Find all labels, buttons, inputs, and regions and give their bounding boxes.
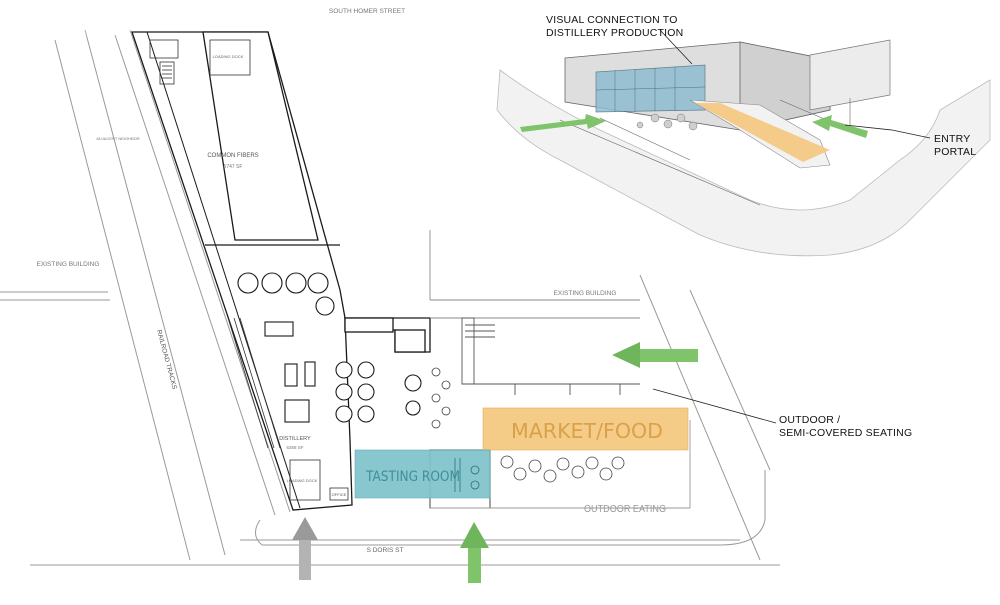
entry-arrow-gray: [292, 517, 318, 580]
loading-dock-top-label: LOADING DOCK: [213, 54, 244, 59]
outdoor-seating-line2: SEMI-COVERED SEATING: [779, 427, 913, 439]
outdoor-tables: [431, 367, 625, 483]
tasting-room-zone: [354, 449, 491, 499]
entry-portal-line2: PORTAL: [934, 146, 977, 158]
street-linework: [0, 29, 780, 566]
outdoor-eating-label: OUTDOOR EATING: [584, 504, 666, 515]
entry-portal-callout: ENTRY PORTAL: [934, 133, 976, 159]
axon-arrow-east: [812, 115, 868, 138]
entry-arrow-green-east: [612, 342, 698, 368]
south-street-label: S DORIS ST: [367, 547, 404, 554]
building-details: [149, 39, 349, 501]
distillery-area: 6368 SF: [286, 445, 303, 450]
visual-connection-line2: DISTILLERY PRODUCTION: [546, 27, 684, 39]
axonometric-view: [496, 29, 991, 257]
outdoor-seating-callout: OUTDOOR / SEMI-COVERED SEATING: [779, 414, 912, 440]
railroad-label: RAILROAD TRACKS: [155, 329, 178, 391]
office-label: OFFICE: [332, 492, 347, 497]
outdoor-seating-line1: OUTDOOR /: [779, 414, 841, 426]
east-building-label: EXISTING BUILDING: [554, 290, 617, 297]
visual-connection-line1: VISUAL CONNECTION TO: [546, 14, 678, 26]
visual-connection-callout: VISUAL CONNECTION TO DISTILLERY PRODUCTI…: [546, 14, 683, 40]
entry-portal-leader: [844, 124, 931, 139]
distillery-label: DISTILLERY: [279, 436, 311, 442]
distillery-equipment: [237, 272, 422, 423]
market-food-label: MARKET/FOOD: [511, 419, 663, 443]
market-food-zone: [482, 407, 689, 451]
common-fibers-label: COMMON FIBERS: [207, 153, 258, 159]
entry-arrow-green-south: [460, 522, 489, 583]
west-building-label: EXISTING BUILDING: [37, 261, 100, 268]
visual-connection-leader: [659, 29, 693, 65]
north-street-label: SOUTH HOMER STREET: [329, 8, 405, 15]
entry-portal-line1: ENTRY: [934, 133, 971, 145]
loading-dock-bottom-label: LOADING DOCK: [287, 478, 318, 483]
axon-arrow-west: [520, 114, 606, 132]
tasting-room-furniture: [454, 458, 480, 492]
outdoor-seating-leader: [652, 388, 777, 424]
tasting-room-label: TASTING ROOM: [365, 469, 460, 485]
adjacent-neighbor-label: ADJACENT NEIGHBOR: [96, 136, 140, 141]
common-fibers-area: 5747 SF: [224, 164, 243, 170]
